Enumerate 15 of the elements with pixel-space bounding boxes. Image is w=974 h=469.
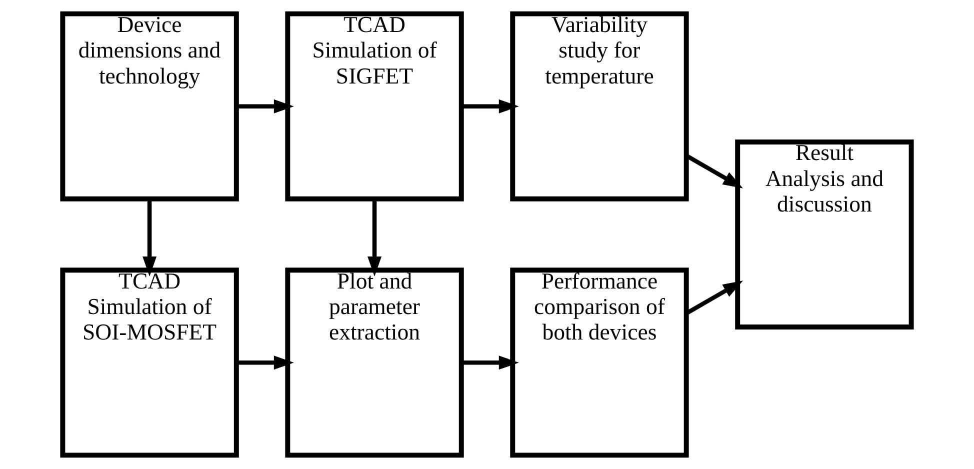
node-box: TCAD Simulation of SIGFET	[285, 11, 464, 202]
node-box: Variability study for temperature	[510, 11, 689, 202]
arrow	[236, 99, 294, 114]
arrow	[686, 280, 743, 315]
node-box: TCAD Simulation of SOI-MOSFET	[60, 268, 239, 458]
arrow	[462, 356, 519, 370]
node-box: Plot and parameter extraction	[285, 268, 464, 458]
node-box: Device dimensions and technology	[60, 11, 239, 202]
arrow	[236, 356, 294, 370]
node-box: Result Analysis and discussion	[735, 139, 914, 330]
arrow	[142, 199, 157, 276]
arrow	[462, 99, 519, 114]
node-box: Performance comparison of both devices	[510, 268, 689, 458]
arrow	[368, 199, 382, 276]
arrow	[686, 154, 743, 188]
